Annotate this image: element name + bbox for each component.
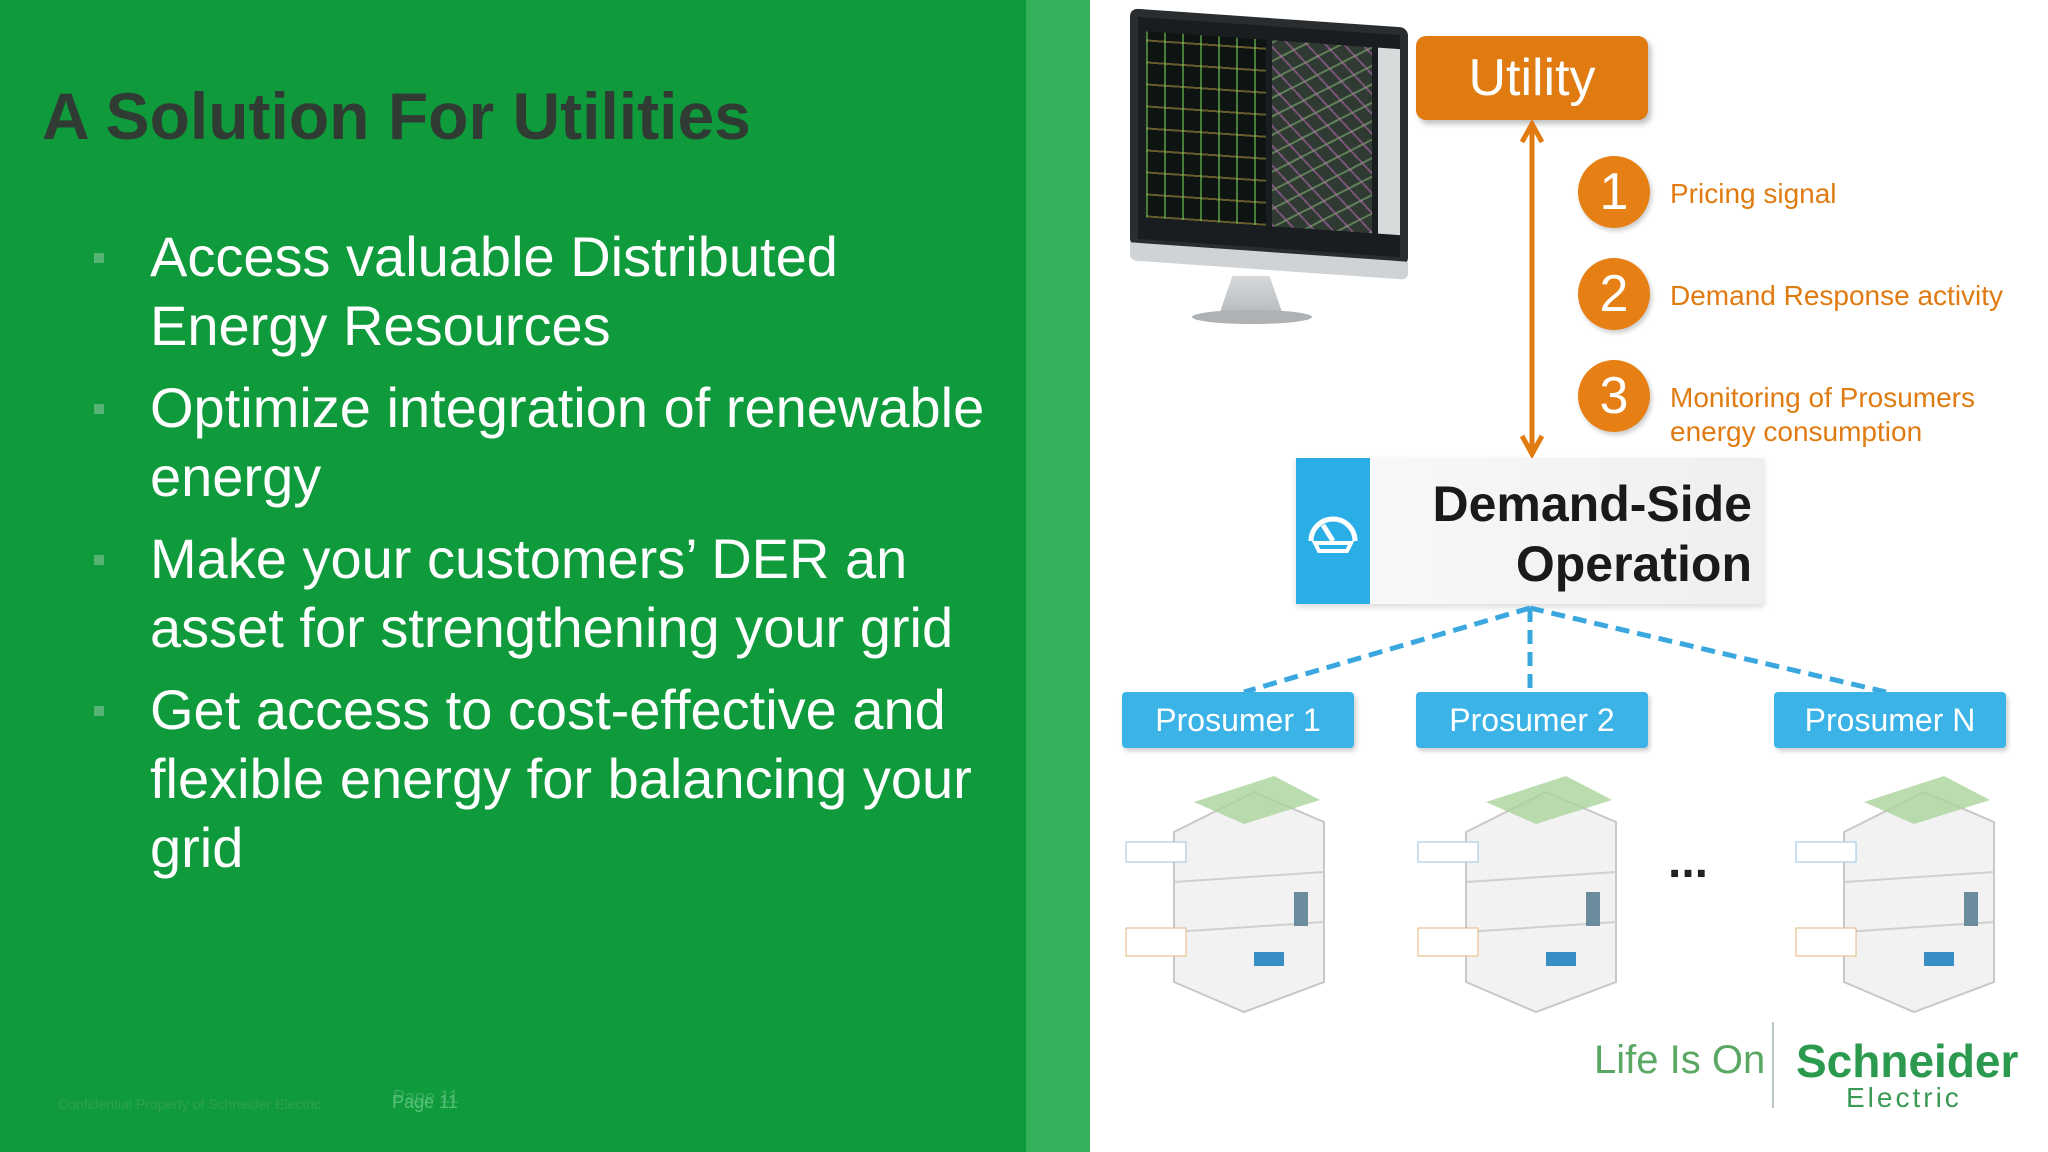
brand-logo: Schneider	[1796, 1035, 2019, 1087]
monitor-screen	[1130, 8, 1408, 266]
bullet-text: Access valuable Distributed Energy Resou…	[150, 225, 838, 357]
step-number-1: 1	[1578, 156, 1650, 228]
bullet-text: Make your customers’ DER an asset for st…	[150, 527, 954, 659]
page-number: Page 11 Page 11	[392, 1087, 459, 1113]
tagline-logo: Life Is On	[1594, 1038, 1766, 1082]
building-cutaway-icon	[1795, 776, 1995, 1014]
page-number-ghost: Page 11	[393, 1087, 459, 1107]
street-map-view	[1272, 40, 1372, 234]
bullet-item: Make your customers’ DER an asset for st…	[94, 524, 1024, 662]
bullet-item: Get access to cost-effective and flexibl…	[94, 675, 1024, 882]
divider-stripe	[1026, 0, 1090, 1152]
utility-box: Utility	[1416, 36, 1648, 120]
building-cutaway-icon	[1125, 776, 1325, 1014]
slide-title: A Solution For Utilities	[42, 79, 751, 153]
bullet-marker	[94, 555, 104, 565]
dso-label-line1: Demand-Side	[1432, 476, 1752, 532]
bullet-marker	[94, 706, 104, 716]
dso-label-line2: Operation	[1515, 536, 1752, 592]
bullet-text: Get access to cost-effective and flexibl…	[150, 678, 972, 879]
more-prosumers-ellipsis: ...	[1668, 835, 1709, 888]
computer-monitor-icon	[1124, 8, 1408, 330]
left-panel	[0, 0, 1026, 1152]
bullet-item: Access valuable Distributed Energy Resou…	[94, 222, 1024, 360]
dso-label: Demand-Side Operation	[1432, 474, 1752, 594]
bullet-item: Optimize integration of renewable energy	[94, 373, 1024, 511]
building-cutaway-icon	[1417, 776, 1617, 1014]
monitor-stand	[1220, 276, 1282, 312]
prosumer-1-box: Prosumer 1	[1122, 692, 1354, 748]
confidential-note: Confidential Property of Schneider Elect…	[58, 1096, 322, 1112]
bullet-marker	[94, 404, 104, 414]
gauge-icon	[1296, 458, 1370, 604]
prosumer-n-box: Prosumer N	[1774, 692, 2006, 748]
bullet-list: Access valuable Distributed Energy Resou…	[94, 222, 1024, 895]
step-number-3: 3	[1578, 360, 1650, 432]
network-map-view	[1146, 31, 1266, 226]
prosumer-2-box: Prosumer 2	[1416, 692, 1648, 748]
step-label-3: Monitoring of Prosumers energy consumpti…	[1670, 382, 1976, 447]
page-number-text: Page 11	[392, 1092, 458, 1112]
monitor-base	[1192, 310, 1312, 324]
monitor-sidebar	[1378, 47, 1400, 236]
brand-logo-sub: Electric	[1846, 1082, 1962, 1113]
bidirectional-arrow-icon	[1520, 118, 1544, 460]
bullet-marker	[94, 253, 104, 263]
bullet-text: Optimize integration of renewable energy	[150, 376, 985, 508]
demand-side-operation-box: Demand-Side Operation	[1296, 458, 1764, 604]
brand-divider	[1772, 1022, 1774, 1108]
step-label-2: Demand Response activity	[1670, 280, 2004, 311]
step-label-1: Pricing signal	[1670, 178, 1837, 209]
dashed-connector-lines	[1243, 605, 1887, 695]
step-number-2: 2	[1578, 258, 1650, 330]
